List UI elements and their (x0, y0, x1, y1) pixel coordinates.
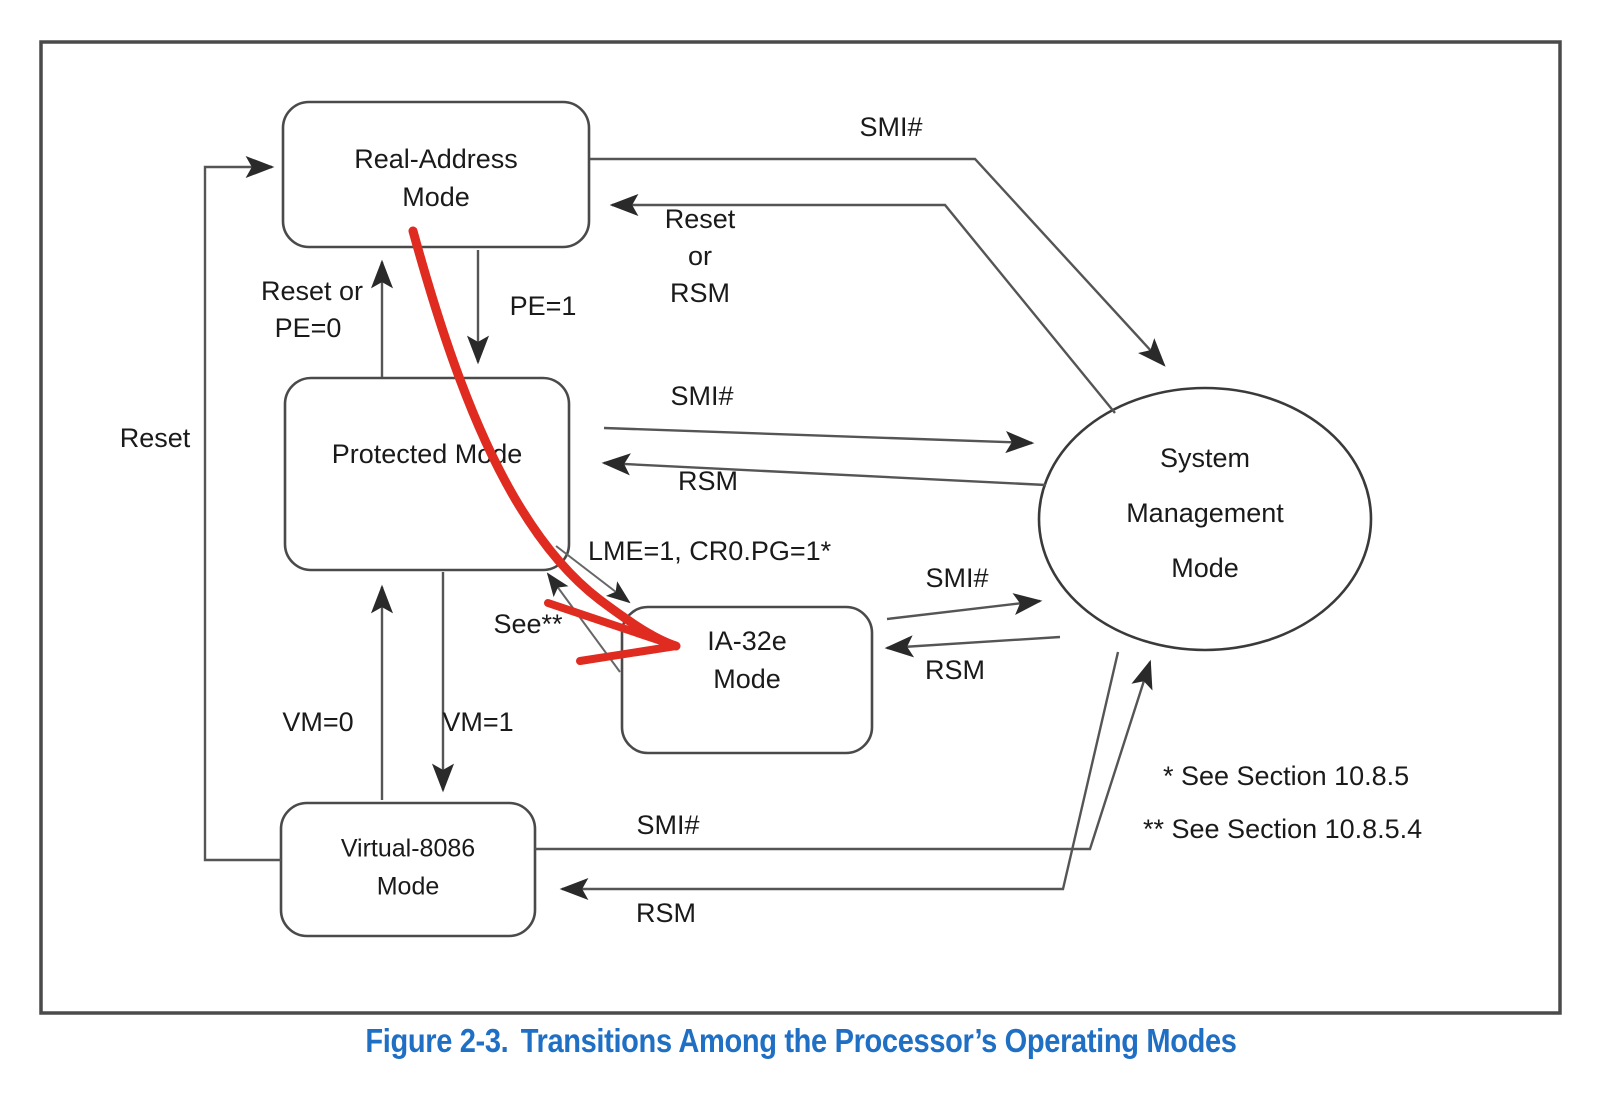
edge-lme-cr0pg-protected-to-ia32e[interactable] (555, 545, 631, 604)
edge-label-rsm-ia32e: RSM (925, 655, 985, 685)
edge-label-reset-or-rsm-3: RSM (670, 278, 730, 308)
edge-label-rsm-v8086: RSM (636, 898, 696, 928)
edge-label-smi-v8086: SMI# (636, 810, 699, 840)
edge-smi-ia32e-to-smm[interactable] (886, 593, 1043, 621)
edge-reset-v8086-to-real-address[interactable] (203, 155, 281, 862)
edge-label-reset-or-rsm-1: Reset (665, 204, 736, 234)
edge-label-pe1: PE=1 (510, 291, 577, 321)
edge-smi-protected-to-smm[interactable] (603, 426, 1035, 454)
edge-label-smi-real-address: SMI# (859, 112, 922, 142)
edge-label-see-double-star: See** (493, 609, 563, 639)
node-virtual-8086-mode-label-1: Virtual-8086 (341, 835, 475, 863)
node-ia32e-mode-label-1: IA-32e (707, 626, 787, 656)
edge-label-lme-cr0pg: LME=1, CR0.PG=1* (588, 536, 832, 566)
node-protected-mode[interactable] (283, 376, 571, 572)
node-smm-label-3: Mode (1171, 553, 1239, 583)
edge-label-rsm-protected: RSM (678, 466, 738, 496)
node-virtual-8086-mode-label-2: Mode (377, 873, 440, 901)
edge-reset-or-rsm-smm-to-real-address[interactable] (609, 193, 1116, 414)
edge-rsm-smm-to-v8086[interactable] (559, 651, 1120, 901)
edge-rsm-smm-to-ia32e[interactable] (884, 635, 1061, 658)
figure-caption-number: Figure 2-3. (365, 1022, 509, 1059)
node-ia32e-mode-label-2: Mode (713, 664, 781, 694)
node-smm-label-2: Management (1126, 498, 1284, 528)
edge-label-reset-or-pe0-2: PE=0 (275, 313, 342, 343)
edge-label-reset-or-pe0-1: Reset or (261, 276, 363, 306)
edge-smi-v8086-to-smm[interactable] (535, 659, 1153, 851)
footnote-single-star: * See Section 10.8.5 (1163, 761, 1409, 791)
edge-label-reset: Reset (120, 423, 191, 453)
node-virtual-8086-mode[interactable] (279, 801, 537, 938)
edge-label-vm1: VM=1 (442, 707, 513, 737)
edge-label-smi-ia32e: SMI# (925, 563, 988, 593)
edge-smi-real-address-to-smm[interactable] (590, 157, 1166, 367)
edge-label-vm0: VM=0 (282, 707, 353, 737)
node-system-management-mode[interactable] (1037, 386, 1373, 652)
edge-label-smi-protected: SMI# (670, 381, 733, 411)
node-smm-label-1: System (1160, 443, 1250, 473)
node-real-address-mode-label-2: Mode (402, 182, 470, 212)
node-real-address-mode-label-1: Real-Address (354, 144, 518, 174)
figure-caption-title: Transitions Among the Processor’s Operat… (520, 1022, 1237, 1059)
figure-caption: Figure 2-3. Transitions Among the Process… (96, 1022, 1506, 1060)
edge-label-reset-or-rsm-2: or (688, 241, 712, 271)
footnote-double-star: ** See Section 10.8.5.4 (1143, 814, 1422, 844)
edge-rsm-smm-to-protected[interactable] (601, 453, 1047, 487)
red-annotation-arrow (408, 226, 681, 665)
figure-frame (39, 40, 1562, 1015)
node-real-address-mode[interactable] (281, 100, 591, 249)
node-ia32e-mode[interactable] (620, 605, 874, 755)
